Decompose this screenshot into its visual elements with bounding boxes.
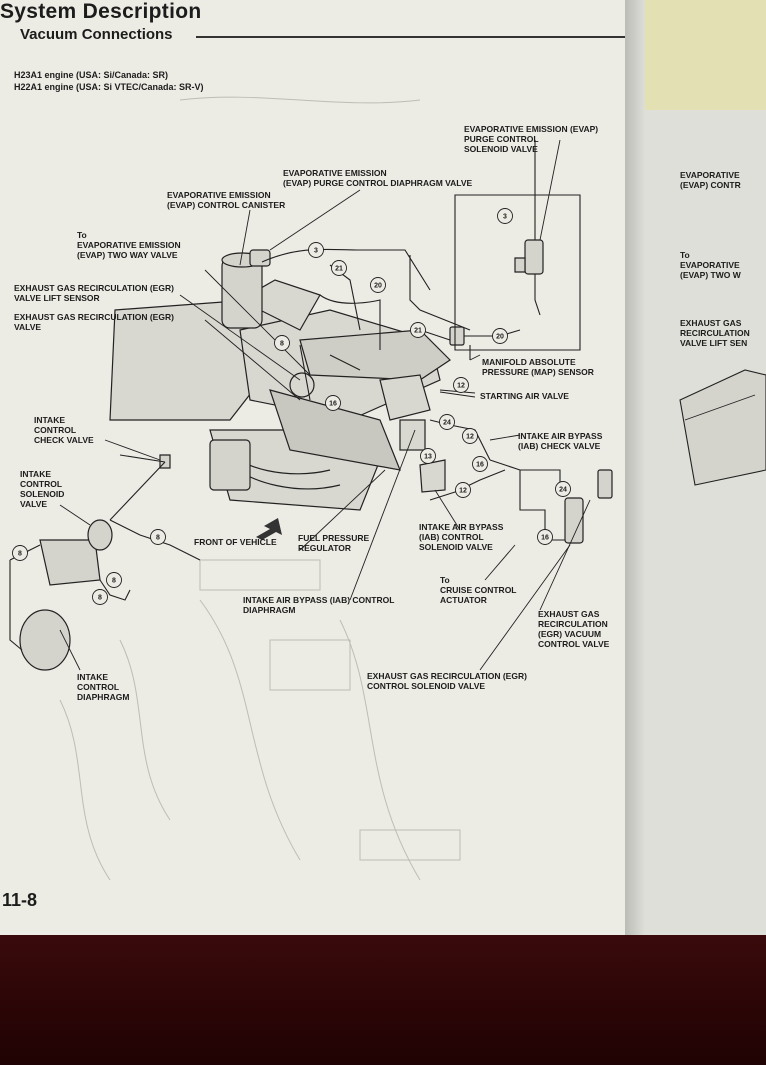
label-egr-solenoid: EXHAUST GAS RECIRCULATION (EGR) CONTROL … [367,671,527,691]
label-egr-lift-sensor: EXHAUST GAS RECIRCULATION (EGR) VALVE LI… [14,283,174,303]
hose-number: 12 [457,383,465,390]
adjacent-label-evap: EVAPORATIVE (EVAP) CONTR [680,170,741,190]
hose-number: 21 [335,266,343,273]
hose-number: 12 [459,488,467,495]
leader-lines [59,139,591,671]
hose-number: 3 [314,248,318,255]
label-egr-vacuum: EXHAUST GAS RECIRCULATION (EGR) VACUUM C… [538,609,610,649]
hose-number: 8 [280,341,284,348]
faint-background-art [59,96,461,881]
label-iab-diaphragm: INTAKE AIR BYPASS (IAB) CONTROL DIAPHRAG… [243,595,395,615]
hose-number: 12 [466,434,474,441]
hose-number: 8 [98,595,102,602]
label-starting-air: STARTING AIR VALVE [480,391,569,401]
label-iab-solenoid: INTAKE AIR BYPASS (IAB) CONTROL SOLENOID… [419,522,504,552]
page-number: 11-8 [2,890,38,910]
label-intake-diaphragm: INTAKE CONTROL DIAPHRAGM [77,672,130,702]
hose-number: 24 [443,420,451,427]
label-evap-purge-diaphragm: EVAPORATIVE EMISSION (EVAP) PURGE CONTRO… [283,168,473,188]
hose-number: 13 [424,454,432,461]
adjacent-page-art [679,369,766,486]
hose-number: 24 [559,487,567,494]
hose-number-circles [12,208,571,605]
hose-number: 8 [112,578,116,585]
vacuum-diagram: 3 3 21 20 21 20 8 16 12 24 12 13 16 12 2… [9,96,613,881]
hose-number: 3 [503,214,507,221]
label-egr-valve: EXHAUST GAS RECIRCULATION (EGR) VALVE [14,312,174,332]
engine-line-2: H22A1 engine (USA: Si VTEC/Canada: SR-V) [14,82,204,92]
subsection-title: Vacuum Connections [20,26,173,43]
label-map-sensor: MANIFOLD ABSOLUTE PRESSURE (MAP) SENSOR [482,357,594,377]
adjacent-label-two-way: To EVAPORATIVE (EVAP) TWO W [680,250,741,280]
hose-number: 21 [414,328,422,335]
label-fuel-pressure: FUEL PRESSURE REGULATOR [298,533,370,553]
hose-number: 16 [476,462,484,469]
title-rule [196,36,625,38]
label-evap-two-way: To EVAPORATIVE EMISSION (EVAP) TWO WAY V… [77,230,181,260]
manual-page: System Description Vacuum Connections H2… [0,0,625,910]
hose-number: 8 [18,551,22,558]
label-evap-canister: EVAPORATIVE EMISSION (EVAP) CONTROL CANI… [167,190,286,210]
label-evap-purge-solenoid: EVAPORATIVE EMISSION (EVAP) PURGE CONTRO… [464,124,599,154]
front-arrow-icon [256,518,282,540]
hose-number: 16 [541,535,549,542]
hose-number: 8 [156,535,160,542]
label-intake-check: INTAKE CONTROL CHECK VALVE [34,415,94,445]
components [19,239,613,671]
adjacent-label-egr: EXHAUST GAS RECIRCULATION VALVE LIFT SEN [680,318,750,348]
section-title: System Description [0,0,202,23]
adjacent-page: EVAPORATIVE (EVAP) CONTR To EVAPORATIVE … [625,0,766,935]
adjacent-page-tint [625,0,766,110]
hose-number: 20 [374,283,382,290]
label-intake-solenoid: INTAKE CONTROL SOLENOID VALVE [20,469,65,509]
scan-background [0,935,766,1065]
hose-number: 20 [496,334,504,341]
label-front-of-vehicle: FRONT OF VEHICLE [194,537,277,547]
page-gutter-shadow [625,0,645,935]
engine-line-1: H23A1 engine (USA: Si/Canada: SR) [14,70,169,80]
label-iab-check: INTAKE AIR BYPASS (IAB) CHECK VALVE [518,431,603,451]
hose-numbers: 3 3 21 20 21 20 8 16 12 24 12 13 16 12 2… [18,214,567,602]
hose-number: 16 [329,401,337,408]
label-cruise: To CRUISE CONTROL ACTUATOR [440,575,517,605]
